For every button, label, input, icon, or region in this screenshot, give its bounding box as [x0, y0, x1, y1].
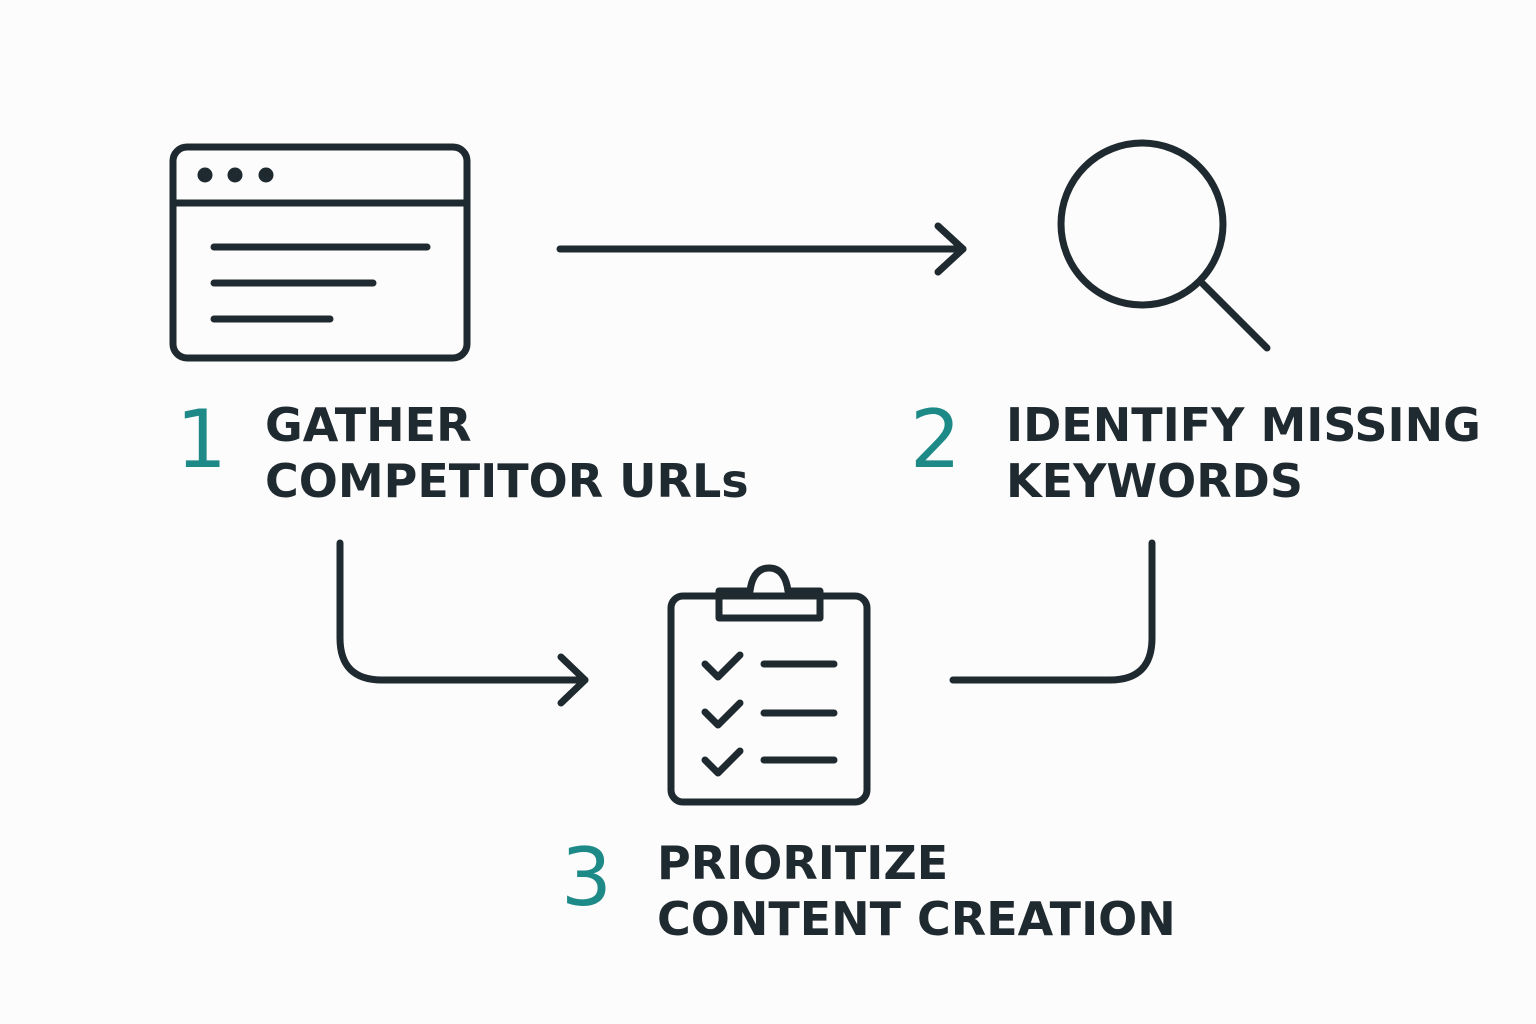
step-2-label-line-1: IDENTIFY MISSING — [1006, 398, 1481, 452]
step-3-number: 3 — [561, 831, 612, 924]
magnifier-icon — [1057, 139, 1271, 352]
arrow-step1-to-step3 — [336, 539, 589, 707]
step-2-label: IDENTIFY MISSING KEYWORDS — [1006, 397, 1481, 509]
step-2-label-line-2: KEYWORDS — [1006, 454, 1303, 508]
step-3-label: PRIORITIZE CONTENT CREATION — [657, 835, 1176, 947]
clipboard-checklist-icon — [667, 564, 871, 806]
connector-step2-to-step3 — [949, 539, 1156, 684]
browser-window-icon — [169, 143, 471, 362]
step-1-number: 1 — [176, 393, 227, 486]
arrow-step1-to-step2 — [556, 222, 967, 276]
step-2-number: 2 — [910, 393, 961, 486]
step-3-label-line-1: PRIORITIZE — [657, 836, 949, 890]
step-1-label: GATHER COMPETITOR URLs — [265, 397, 749, 509]
step-1-label-line-2: COMPETITOR URLs — [265, 454, 749, 508]
step-3-label-line-2: CONTENT CREATION — [657, 892, 1176, 946]
step-1-label-line-1: GATHER — [265, 398, 472, 452]
